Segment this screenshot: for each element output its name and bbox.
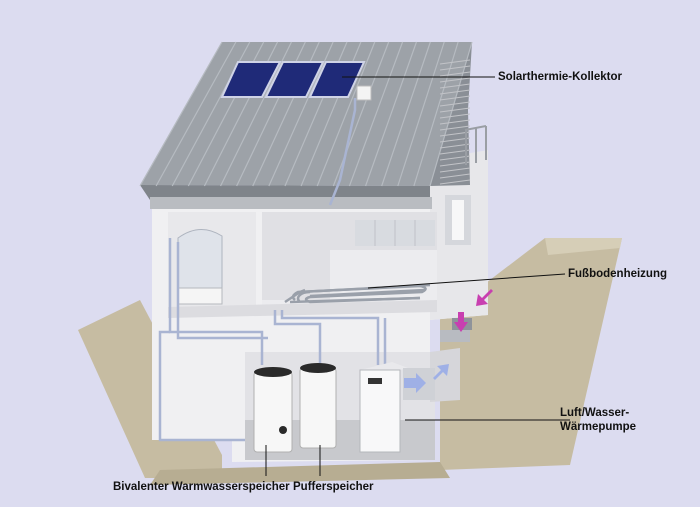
cladding-board (439, 95, 471, 101)
roof-seam (332, 41, 390, 187)
heat-pump-label-line-1: Luft/Wasser- (560, 407, 630, 419)
leader-lines (265, 76, 570, 476)
cladding-board (439, 173, 471, 179)
cladding-board (439, 71, 471, 77)
bivalent-tank-graphic (253, 367, 293, 453)
solar-collector-label: Solarthermie-Kollektor (498, 71, 622, 83)
heat-pump-label: Luft/Wasser- Wärmepumpe (560, 406, 637, 434)
roof-seam (397, 41, 445, 187)
cladding-board (439, 65, 471, 71)
roof-seam (316, 41, 376, 187)
roof-seam (413, 41, 459, 187)
cladding-board (439, 59, 471, 65)
cladding-board (439, 83, 471, 89)
roof-seam (155, 41, 237, 187)
buffer-tank-label: Pufferspeicher (293, 481, 374, 493)
cladding-board (439, 107, 471, 113)
air-flow-arrows (404, 289, 493, 393)
underfloor-heating-loops (284, 283, 431, 304)
roof-seam (429, 41, 473, 187)
roof-seam (364, 41, 418, 187)
shower-cabin (177, 229, 223, 305)
bivalent-tank-label: Bivalenter Warmwasserspeicher (113, 481, 290, 493)
roof-seam (381, 41, 431, 187)
heat-pump-unit (359, 362, 408, 453)
cladding-board (439, 113, 471, 119)
roof-seam (139, 41, 223, 187)
cladding-board (439, 89, 471, 95)
solar-collector-panels (220, 61, 372, 101)
cladding-board (439, 167, 471, 173)
air-duct (403, 318, 472, 400)
side-cladding (439, 59, 471, 185)
balcony-rail (464, 125, 487, 165)
roof-seam (348, 41, 404, 187)
cladding-board (439, 179, 471, 185)
heat-pump-label-line-2: Wärmepumpe (560, 421, 637, 433)
cladding-board (439, 125, 471, 131)
buffer-tank-graphic (299, 363, 337, 449)
cladding-board (439, 77, 471, 83)
roof-seam (268, 41, 334, 187)
cladding-board (439, 101, 471, 107)
roof-seam (220, 41, 292, 187)
cladding-board (439, 119, 471, 125)
pipes (158, 98, 387, 442)
underfloor-heating-label: Fußbodenheizung (568, 268, 668, 280)
